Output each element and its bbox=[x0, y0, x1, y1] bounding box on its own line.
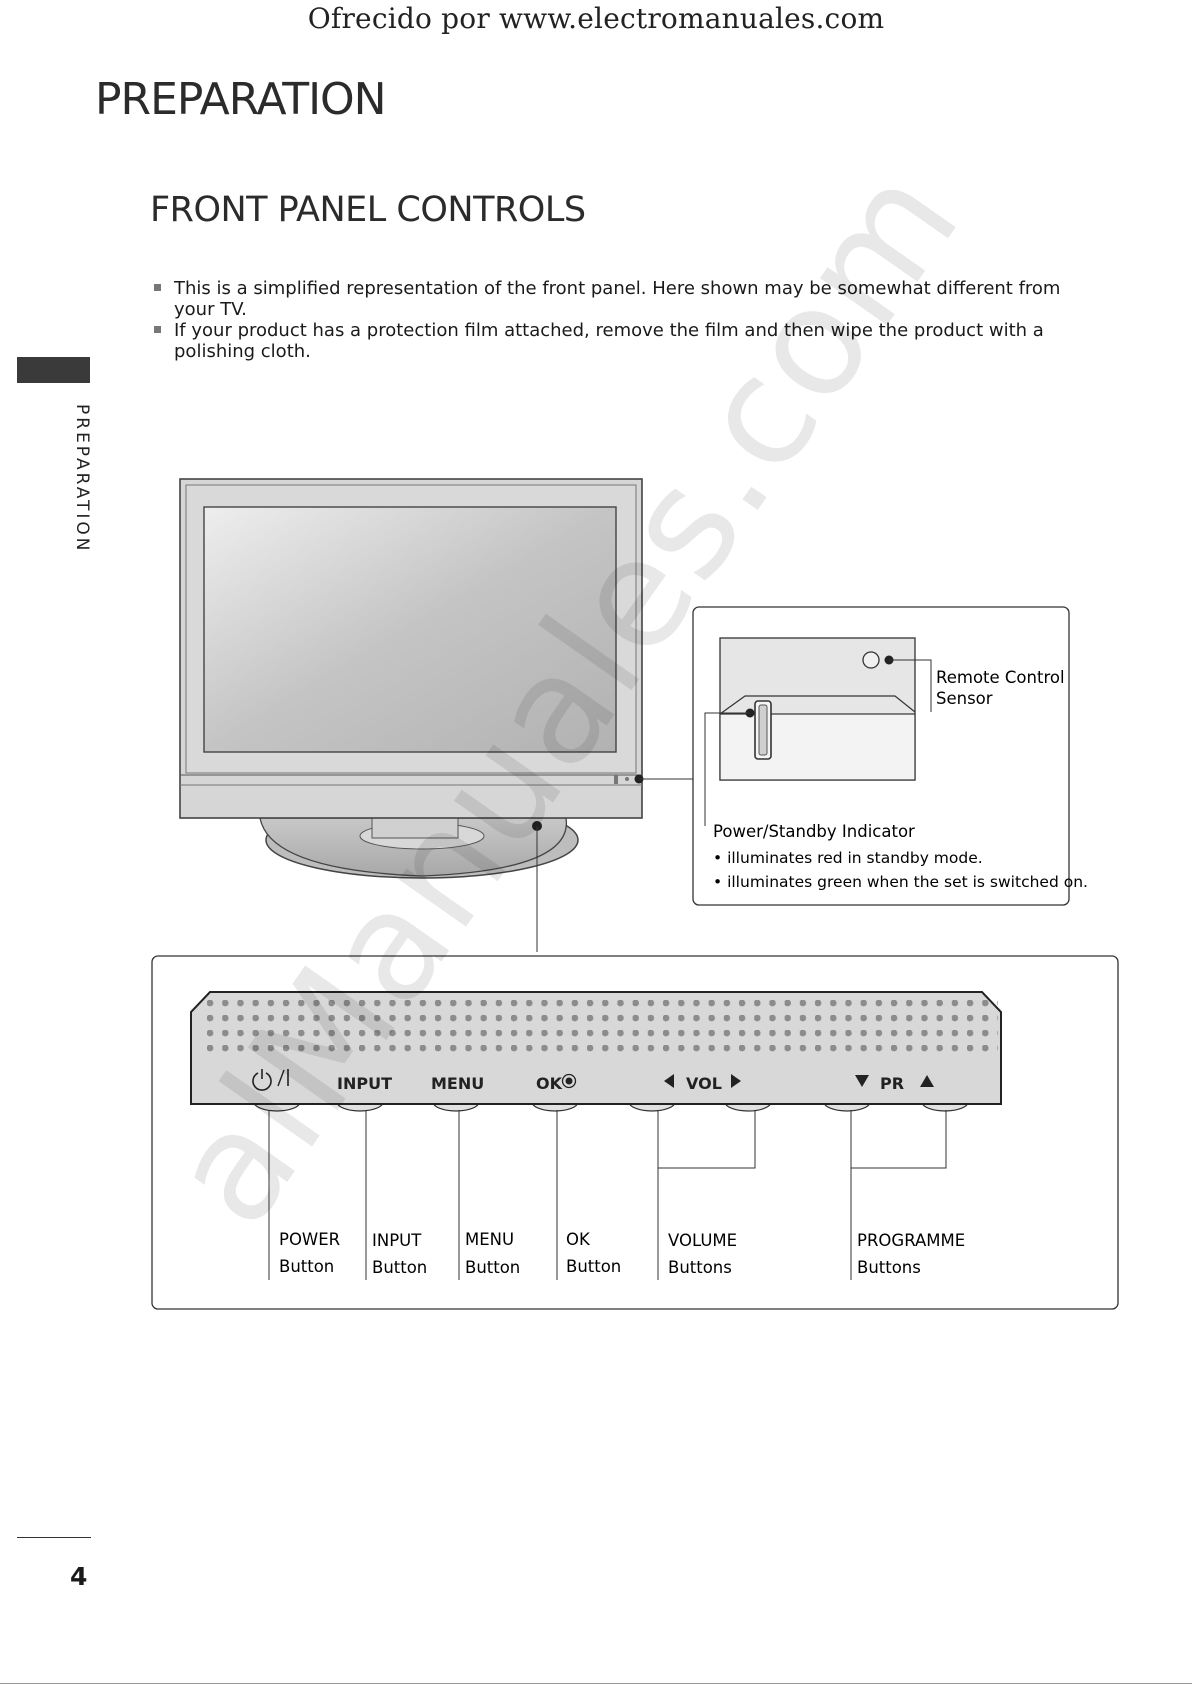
tv-illustration bbox=[179, 478, 694, 952]
square-bullet-icon bbox=[154, 284, 161, 291]
note-text: This is a simplified representation of t… bbox=[174, 278, 1061, 320]
ok-callout: Button bbox=[566, 1257, 621, 1276]
volume-callout: VOLUME bbox=[668, 1231, 737, 1250]
square-bullet-icon bbox=[154, 326, 161, 333]
power-callout: Button bbox=[279, 1257, 334, 1276]
programme-down-arrow-icon bbox=[855, 1075, 869, 1087]
input-callout: Button bbox=[372, 1258, 427, 1277]
volume-left-arrow-icon bbox=[664, 1074, 674, 1088]
note-text: If your product has a protection film at… bbox=[174, 320, 1044, 362]
indicator-red-text: • illuminates red in standby mode. bbox=[713, 849, 983, 867]
side-section-label: PREPARATION bbox=[72, 404, 92, 554]
panel-ok-label: OK bbox=[536, 1074, 563, 1093]
control-panel-closeup bbox=[151, 955, 1119, 1310]
programme-up-arrow-icon bbox=[920, 1075, 934, 1087]
power-callout: POWER bbox=[279, 1230, 340, 1249]
panel-pr-label: PR bbox=[880, 1074, 904, 1093]
notes-list: This is a simplified representation of t… bbox=[150, 278, 1080, 362]
power-symbol-icon bbox=[252, 1069, 289, 1091]
programme-callout: PROGRAMME bbox=[857, 1231, 965, 1250]
programme-callout: Buttons bbox=[857, 1258, 921, 1277]
panel-vol-label: VOL bbox=[686, 1074, 722, 1093]
page-heading: FRONT PANEL CONTROLS bbox=[150, 190, 586, 230]
menu-callout: MENU bbox=[465, 1230, 514, 1249]
note-item: If your product has a protection film at… bbox=[150, 320, 1080, 362]
menu-callout: Button bbox=[465, 1258, 520, 1277]
page-bottom-rule bbox=[0, 1683, 1192, 1684]
section-title: PREPARATION bbox=[95, 74, 387, 125]
volume-right-arrow-icon bbox=[731, 1074, 741, 1088]
source-banner: Ofrecido por www.electromanuales.com bbox=[307, 2, 885, 35]
panel-menu-label: MENU bbox=[431, 1074, 484, 1093]
input-callout: INPUT bbox=[372, 1231, 422, 1250]
volume-callout: Buttons bbox=[668, 1258, 732, 1277]
indicator-title: Power/Standby Indicator bbox=[713, 822, 915, 841]
note-item: This is a simplified representation of t… bbox=[150, 278, 1080, 320]
page-number: 4 bbox=[70, 1562, 88, 1591]
ok-callout: OK bbox=[566, 1230, 591, 1249]
remote-sensor-label: Remote Control bbox=[936, 668, 1065, 687]
side-tab-marker bbox=[17, 357, 90, 383]
panel-input-label: INPUT bbox=[337, 1074, 392, 1093]
indicator-green-text: • illuminates green when the set is swit… bbox=[713, 873, 1088, 891]
page-number-rule bbox=[17, 1537, 91, 1538]
indicator-detail-callout bbox=[692, 606, 1070, 906]
ok-dot-icon bbox=[561, 1073, 577, 1089]
remote-sensor-label: Sensor bbox=[936, 689, 993, 708]
